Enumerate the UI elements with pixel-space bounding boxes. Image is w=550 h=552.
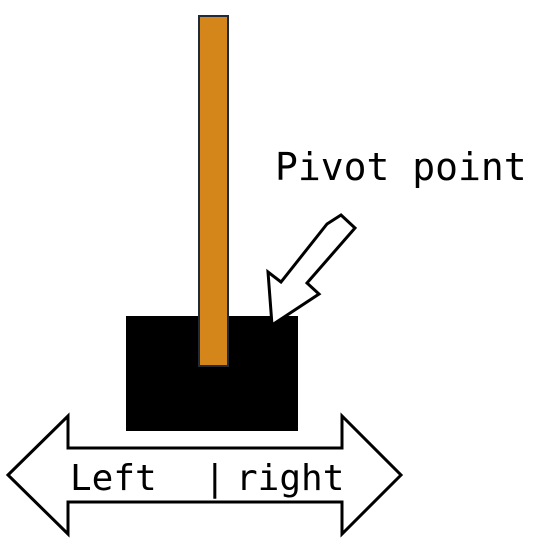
left-label: Left bbox=[70, 458, 157, 499]
right-label: right bbox=[236, 458, 344, 499]
pole bbox=[198, 15, 229, 367]
double-arrow-icon bbox=[5, 412, 404, 538]
pivot-point-label: Pivot point bbox=[275, 145, 527, 189]
pivot-arrow-icon bbox=[266, 213, 358, 328]
direction-separator: | bbox=[204, 458, 226, 499]
